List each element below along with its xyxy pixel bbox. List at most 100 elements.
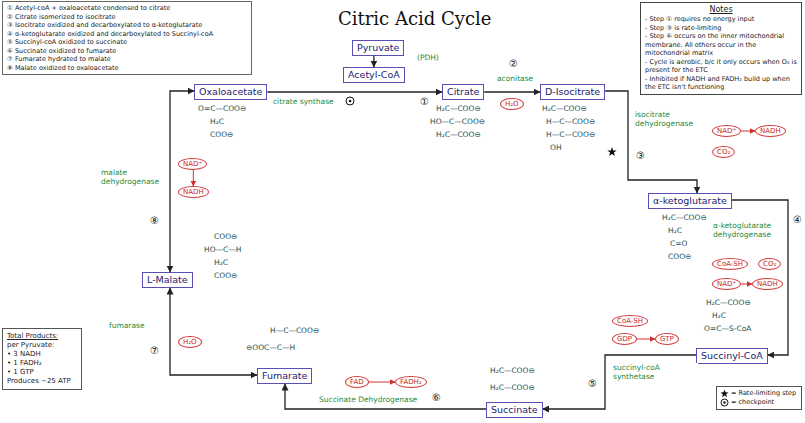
structure-formula: H₂C <box>214 258 228 267</box>
enzyme-label: fumarase <box>108 321 146 330</box>
node-label: CO₂ <box>717 147 730 157</box>
reaction-arrow <box>170 91 194 272</box>
cofactor-circle: FAD <box>345 376 369 388</box>
node-text: ② Citrate isomerized to isocitrate <box>7 13 247 22</box>
enzyme-label: aconitase <box>496 74 534 83</box>
enzyme-label: (PDH) <box>416 53 440 62</box>
rate-limiting-star <box>607 147 617 156</box>
cofactor-circle: CoA-SH <box>712 258 748 270</box>
notes-box: Notes- Step ① requires no energy input- … <box>640 2 802 95</box>
node-label: Oxaloacetate <box>199 86 262 98</box>
structure-formula: H₂C—COO⊖ <box>542 104 587 113</box>
node-label: L-Malate <box>147 274 188 286</box>
node-label: NAD⁺ <box>183 159 202 169</box>
cofactor-circle: NAD⁺ <box>712 278 741 290</box>
node-text: - Cycle is aerobic, b/c it only occurs w… <box>645 58 797 75</box>
node-text: ⑦ Fumarate hydrated to malate <box>7 55 247 64</box>
structure-formula: H₂C <box>712 311 726 320</box>
node-label: H₂O <box>183 337 197 347</box>
node-text: ⑧ Malate oxidized to oxaloacetate <box>7 64 247 73</box>
reaction-arrow <box>373 56 374 67</box>
checkpoint-symbol <box>720 398 729 407</box>
node-label: Fumarate <box>262 370 307 382</box>
structure-formula: COO⊖ <box>210 130 233 139</box>
node-label: Pyruvate <box>357 42 399 54</box>
node-text: ④ α-ketoglutarate oxidized and decarboxy… <box>7 30 247 39</box>
structure-formula: COO⊖ <box>214 232 237 241</box>
star-symbol <box>720 389 729 398</box>
node-label: NAD⁺ <box>717 126 736 136</box>
molecule-box: Citrate <box>442 84 484 100</box>
node-label: Notes <box>645 5 797 15</box>
diagram-title: Citric Acid Cycle <box>338 8 491 30</box>
cofactor-circle: CO₂ <box>712 146 735 158</box>
structure-formula: COO⊖ <box>214 271 237 280</box>
molecule-box: Succinyl-CoA <box>696 348 768 364</box>
molecule-box: α-ketoglutarate <box>648 193 732 209</box>
node-text: - Step ③ is rate-limiting <box>645 24 797 33</box>
node-label: ① Acetyl-coA + oxaloacetate condensed to… <box>7 4 247 13</box>
node-label: GDP <box>617 334 632 344</box>
callout-number: ① <box>420 96 429 108</box>
cofactor-circle: CoA-SH <box>612 315 648 327</box>
node-label: Succinyl-CoA <box>701 350 763 362</box>
cofactor-circle: NADH <box>752 278 783 290</box>
legend-text: = checkpoint <box>731 398 774 407</box>
node-label: NAD⁺ <box>717 279 736 289</box>
molecule-box: Pyruvate <box>352 40 404 56</box>
node-label: H₂O <box>505 99 519 109</box>
node-label: NADH <box>183 187 204 197</box>
structure-formula: OH <box>550 143 562 152</box>
enzyme-label: isocitrate dehydrogenase <box>634 110 708 128</box>
enzyme-label: malate dehydrogenase <box>100 168 166 186</box>
node-text: ⑤ Succinyl-coA oxidized to succinate <box>7 38 247 47</box>
node-label: α-ketoglutarate <box>653 195 727 207</box>
cofactor-circle: NADH <box>755 125 786 137</box>
structure-formula: COO⊖ <box>668 252 691 261</box>
molecule-box: Acetyl-CoA <box>343 67 405 83</box>
structure-formula: H₂C—COO⊖ <box>436 104 481 113</box>
node-label: FAD <box>350 377 364 387</box>
structure-formula: O=C—COO⊖ <box>198 104 246 113</box>
node-text: • 1 FADH₂ <box>7 359 77 368</box>
enzyme-label: citrate synthase <box>272 97 335 106</box>
reaction-arrow <box>267 91 442 92</box>
node-label: Acetyl-CoA <box>348 69 400 81</box>
node-text: per Pyruvate: <box>7 341 77 350</box>
node-text: - Inhibited if NADH and FADH₂ build up w… <box>645 75 797 92</box>
node-text: - Step ⑥ occurs on the inner mitochondri… <box>645 32 797 58</box>
cofactor-circle: FADH₂ <box>395 376 427 388</box>
callout-number: ② <box>509 58 518 70</box>
node-text: • 1 GTP <box>7 368 77 377</box>
structure-formula: H₂C—COO⊖ <box>436 130 481 139</box>
structure-formula: H₂C—COO⊖ <box>490 366 535 375</box>
structure-formula: O=C—S-CoA <box>704 324 751 333</box>
callout-number: ⑥ <box>432 392 441 404</box>
node-label: CO₂ <box>763 259 776 269</box>
structure-formula: H₂C—COO⊖ <box>662 213 707 222</box>
structure-formula: ⊖OOC—C—H <box>246 343 295 352</box>
steps-list-box: ① Acetyl-coA + oxaloacetate condensed to… <box>2 1 252 75</box>
cofactor-arrow <box>369 382 395 383</box>
legend-text: = Rate-limiting step <box>731 389 796 398</box>
node-text: ⑥ Succinate oxidized to fumarate <box>7 47 247 56</box>
callout-number: ⑦ <box>150 345 159 357</box>
node-text: - Step ① requires no energy input <box>645 15 797 24</box>
cofactor-circle: GTP <box>655 333 679 345</box>
callout-number: ⑧ <box>150 215 159 227</box>
structure-formula: H—C—COO⊖ <box>546 130 595 139</box>
node-label: Succinate <box>491 404 538 416</box>
cofactor-circle: H₂O <box>178 336 202 348</box>
node-text: ③ Isocitrate oxidized and decarboxylated… <box>7 21 247 30</box>
cofactor-circle: CO₂ <box>758 258 781 270</box>
reaction-arrow <box>605 91 697 193</box>
molecule-box: Succinate <box>486 402 543 418</box>
enzyme-label: succinyl-coA synthetase <box>612 363 698 381</box>
enzyme-label: α-ketoglutarate dehydrogenase <box>712 221 786 239</box>
callout-number: ⑤ <box>588 378 597 390</box>
structure-formula: H₂C <box>668 226 682 235</box>
checkpoint-symbol <box>346 97 354 105</box>
reaction-arrow <box>484 91 540 92</box>
cofactor-arrow <box>193 170 194 186</box>
cofactor-circle: NADH <box>178 186 209 198</box>
